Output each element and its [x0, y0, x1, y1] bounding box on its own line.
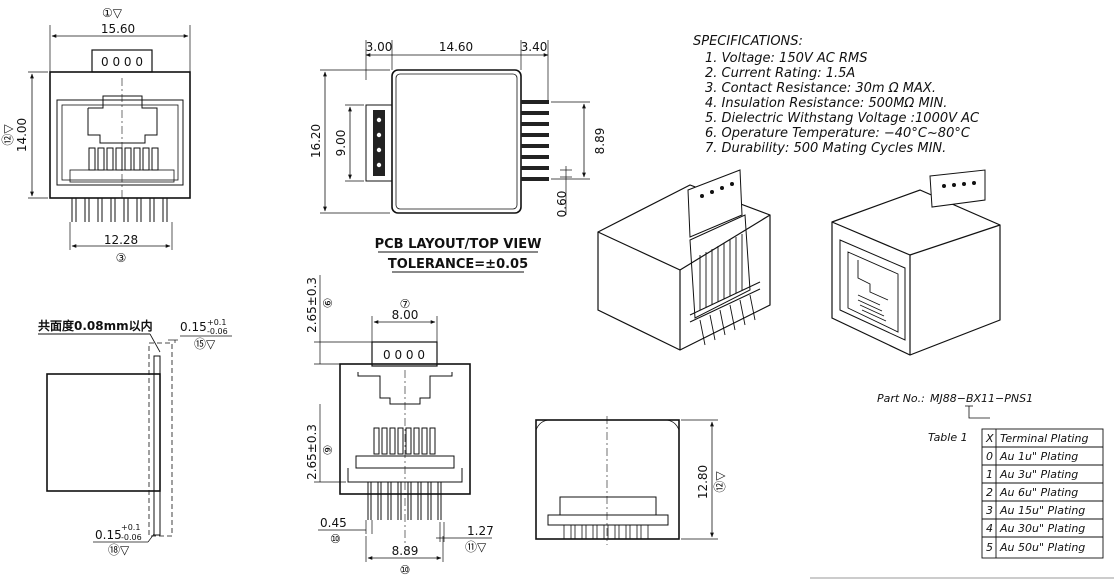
front-top-code: ①▽	[102, 6, 123, 20]
part-label: Part No.:	[877, 392, 925, 405]
coplanarity-note: 共面度0.08mm以内	[38, 318, 153, 333]
table-cell-x: 3	[986, 504, 993, 517]
front-width-dim: 15.60	[101, 22, 135, 36]
side-bottom-code: ⑱▽	[108, 543, 130, 557]
front-height-dim: 14.00	[15, 118, 29, 152]
pcb-dim-height: 16.20	[309, 124, 323, 158]
rear-dim-mid-code: ⑨	[321, 445, 335, 456]
table-cell-x: 1	[986, 468, 993, 481]
table-row: 3 Au 15u" Plating	[986, 504, 1085, 517]
table-cell-x: 0	[986, 450, 993, 463]
rear-label: 0 0 0 0	[383, 348, 425, 362]
table-row: 0 Au 1u" Plating	[986, 450, 1078, 463]
table-header-plating: Terminal Plating	[1000, 432, 1088, 445]
front-bottom-code: ③	[116, 251, 127, 265]
rear-width-code: ⑦	[400, 297, 411, 311]
side-bottom-tol-plus: +0.1	[121, 523, 140, 532]
spec-item: 3. Contact Resistance: 30m Ω MAX.	[705, 81, 936, 96]
spec-item: 4. Insulation Resistance: 500MΩ MIN.	[705, 96, 947, 111]
bottom-height-dim: 12.80	[696, 465, 710, 499]
table-cell-plating: Au 50u" Plating	[999, 541, 1085, 554]
table-row: 4 Au 30u" Plating	[986, 522, 1085, 535]
table-cell-plating: Au 15u" Plating	[999, 504, 1085, 517]
specs-title: SPECIFICATIONS:	[693, 34, 803, 49]
pcb-tolerance: TOLERANCE=±0.05	[388, 257, 528, 272]
rear-dim-mid: 2.65±0.3	[305, 424, 319, 480]
spec-item: 5. Dielectric Withstang Voltage :1000V A…	[705, 111, 980, 126]
spec-item: 1. Voltage: 150V AC RMS	[705, 51, 868, 66]
table-cell-x: 4	[986, 522, 993, 535]
table-cell-plating: Au 3u" Plating	[999, 468, 1078, 481]
isometric-front-view	[831, 169, 1001, 356]
rear-pitch-code: ⑪▽	[465, 540, 487, 554]
bottom-height-code: ⑫▽	[713, 471, 727, 493]
pcb-layout-view: 3.00 14.60 3.40 16.20 9.00 8	[309, 40, 607, 273]
rear-pin-dim: 0.45	[320, 516, 347, 530]
front-label: 0 0 0 0	[101, 55, 143, 69]
side-bottom-dim: 0.15	[95, 528, 122, 542]
pcb-title: PCB LAYOUT/TOP VIEW	[375, 237, 542, 252]
rear-pin-code: ⑩	[330, 532, 341, 546]
table-row: 5 Au 50u" Plating	[986, 541, 1085, 554]
pcb-dim-pad: 9.00	[334, 130, 348, 157]
bottom-view: 12.80 ⑫▽	[535, 416, 727, 545]
rear-pitch-dim: 1.27	[467, 524, 494, 538]
plating-table: Table 1 X Terminal Plating 0 Au 1u" Plat…	[810, 428, 1114, 579]
rear-span-code: ⑩	[400, 563, 411, 577]
rear-width-dim: 8.00	[392, 308, 419, 322]
front-view: ①▽ 15.60 0 0 0 0	[1, 6, 191, 265]
side-bottom-tol-minus: -0.06	[121, 533, 142, 542]
table-caption: Table 1	[928, 431, 968, 444]
table-row: 2 Au 6u" Plating	[986, 486, 1078, 499]
spec-item: 7. Durability: 500 Mating Cycles MIN.	[705, 141, 946, 156]
pcb-dim-left: 3.00	[366, 40, 393, 54]
side-top-code: ⑮▽	[194, 337, 216, 351]
rear-dim-top-code: ⑥	[321, 298, 335, 309]
front-side-code: ⑫▽	[1, 124, 15, 146]
isometric-rear-view	[597, 169, 771, 351]
pcb-dim-mid: 14.60	[439, 40, 473, 54]
pcb-dim-right: 3.40	[521, 40, 548, 54]
table-row: 1 Au 3u" Plating	[986, 468, 1078, 481]
pcb-dim-pin-width: 0.60	[555, 191, 569, 218]
part-number-value: MJ88−BX11−PNS1	[930, 392, 1033, 405]
side-view: 共面度0.08mm以内 0.15 +0.1 -0.06 ⑮▽ 0.15 +0.1…	[38, 318, 232, 557]
table-cell-plating: Au 6u" Plating	[999, 486, 1078, 499]
side-top-tol-plus: +0.1	[207, 318, 226, 327]
pcb-dim-pins: 8.89	[593, 128, 607, 155]
table-cell-x: 5	[986, 541, 993, 554]
spec-item: 6. Operature Temperature: −40°C~80°C	[705, 126, 971, 141]
rear-dim-top: 2.65±0.3	[305, 277, 319, 333]
specifications: SPECIFICATIONS: 1. Voltage: 150V AC RMS …	[693, 34, 980, 156]
side-top-dim: 0.15	[180, 320, 207, 334]
rear-span-dim: 8.89	[392, 544, 419, 558]
table-cell-plating: Au 1u" Plating	[999, 450, 1078, 463]
rear-view: 2.65±0.3 ⑥ ⑦ 8.00 0 0 0 0	[305, 275, 494, 577]
table-cell-x: 2	[986, 486, 993, 499]
side-top-tol-minus: -0.06	[207, 327, 228, 336]
table-cell-plating: Au 30u" Plating	[999, 522, 1085, 535]
front-pitch-dim: 12.28	[104, 233, 138, 247]
spec-item: 2. Current Rating: 1.5A	[705, 66, 855, 81]
table-header-x: X	[985, 432, 994, 445]
part-number: Part No.: MJ88−BX11−PNS1	[877, 392, 1033, 419]
